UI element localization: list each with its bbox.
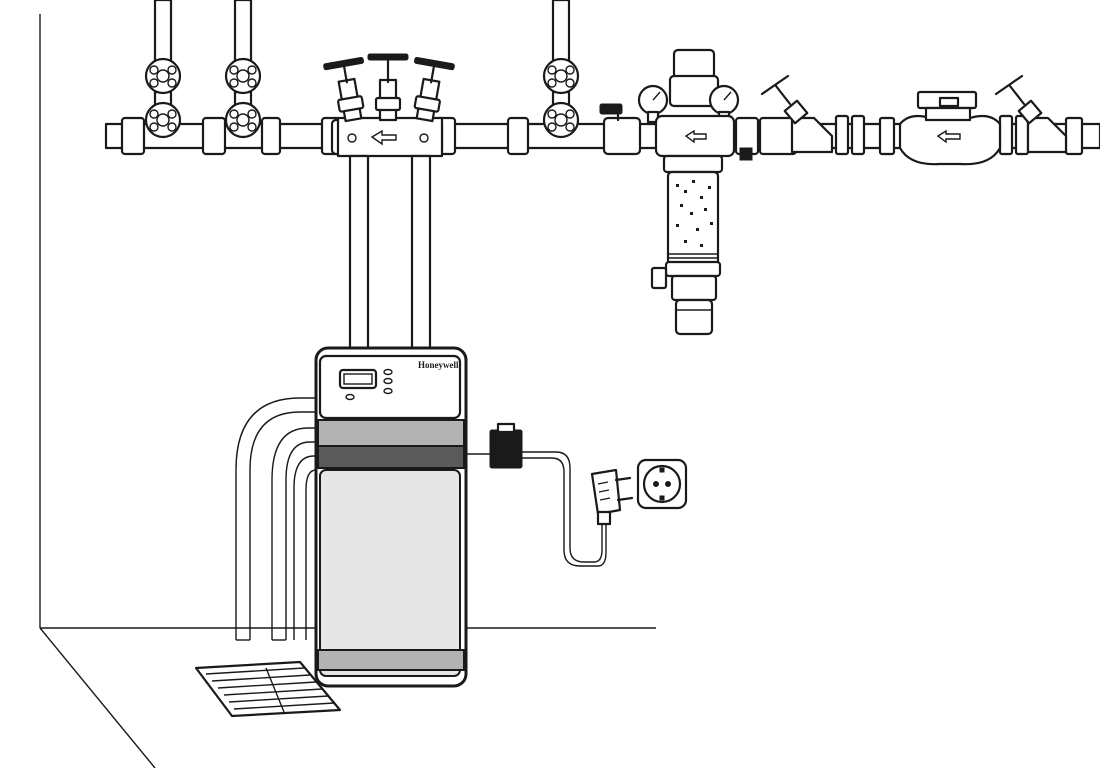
check-valve-1 [760, 74, 834, 154]
flow-arrow-icon [370, 129, 397, 146]
bypass-valve-block [323, 53, 455, 158]
floor-drain-grate [194, 660, 342, 718]
pressure-reducer-filter [637, 48, 760, 336]
check-valve-2 [994, 74, 1068, 154]
power-supply [466, 422, 607, 567]
brand-label: Honeywell [418, 360, 459, 370]
filter-mesh [676, 180, 713, 247]
filter-flow-arrow-icon [684, 129, 707, 144]
water-softener-unit: Honeywell [314, 346, 468, 688]
wall-socket-icon [636, 458, 688, 510]
water-meter [898, 90, 1002, 166]
shutoff-valve-2 [224, 57, 262, 139]
softener-connection-hoses [348, 154, 432, 354]
control-panel [338, 368, 393, 401]
pressure-gauge-left-icon [637, 84, 669, 124]
shutoff-valve-1 [144, 57, 182, 139]
meter-flow-arrow-icon [936, 129, 961, 144]
power-plug [590, 468, 634, 526]
drain-hoses [235, 397, 318, 641]
ball-valve [599, 103, 642, 156]
shutoff-valve-3 [542, 57, 580, 139]
